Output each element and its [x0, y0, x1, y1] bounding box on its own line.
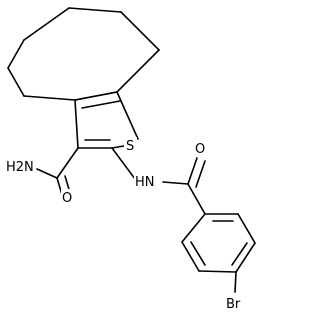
- bond: [36, 168, 58, 179]
- bond: [120, 11, 160, 51]
- thiophene-ring: [74, 91, 139, 149]
- bond: [190, 241, 206, 266]
- bond: [116, 49, 160, 93]
- atom-label-amide-oxygen: O: [62, 191, 72, 206]
- bond: [111, 147, 136, 180]
- bond: [74, 99, 79, 149]
- amide-linker: [111, 147, 206, 215]
- bond: [187, 157, 198, 185]
- bond: [81, 100, 121, 109]
- bond: [7, 67, 25, 97]
- bond: [231, 242, 248, 266]
- bond: [235, 242, 256, 273]
- atom-label-benzoyl-oxygen: O: [195, 142, 205, 157]
- bond: [181, 241, 200, 272]
- bond: [7, 39, 25, 69]
- bond: [181, 213, 206, 243]
- atom-label-amide-nitrogen: H2N: [6, 160, 34, 175]
- cyclooctane-ring: [7, 7, 160, 101]
- bond: [162, 181, 189, 185]
- bond: [23, 95, 76, 101]
- bond: [237, 213, 256, 244]
- bond: [56, 147, 79, 179]
- atom-label-nh: HN: [135, 175, 155, 190]
- bond: [68, 7, 122, 13]
- atom-label-sulfur: S: [126, 139, 134, 154]
- atom-label-bromine: Br: [226, 297, 241, 312]
- bond: [195, 160, 206, 188]
- bond-c-br: [234, 271, 237, 293]
- molecule-structure-diagram: S H2N O HN O Br: [5, 7, 256, 312]
- bond: [74, 91, 118, 101]
- bond: [111, 145, 125, 149]
- atom-labels: S H2N O HN O Br: [5, 137, 247, 312]
- bond: [116, 91, 139, 140]
- bond: [187, 183, 206, 215]
- bond: [23, 7, 70, 41]
- bond: [198, 270, 237, 273]
- benzene-ring: [181, 213, 256, 273]
